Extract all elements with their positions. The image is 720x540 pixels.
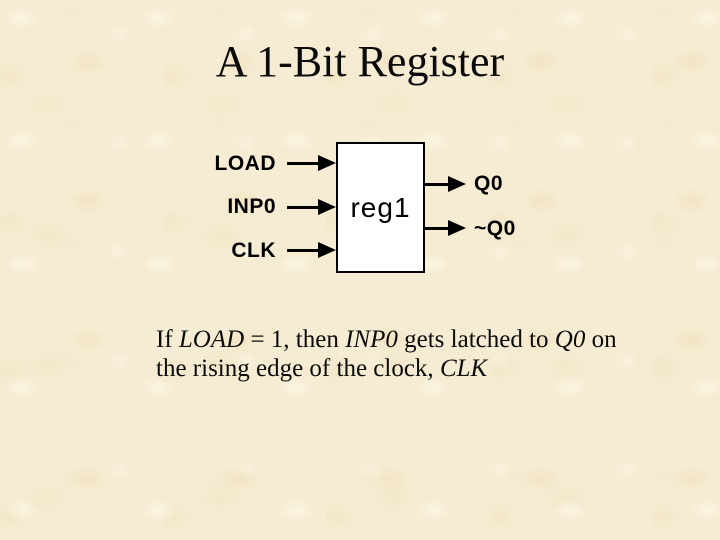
- arrowhead-icon: [318, 155, 336, 171]
- body-text-segment: gets latched to: [397, 326, 555, 353]
- body-text-segment: the rising edge of the clock,: [156, 355, 440, 382]
- output-label-q0: Q0: [474, 172, 504, 195]
- arrow-shaft: [424, 226, 448, 230]
- input-label-load: LOAD: [214, 152, 276, 175]
- body-text-segment: on: [585, 326, 617, 353]
- input-arrow-clk: [287, 242, 336, 258]
- body-line-2: the rising edge of the clock, CLK: [156, 354, 646, 383]
- body-text-segment: If: [156, 326, 179, 353]
- body-italic-segment: Q0: [554, 326, 586, 353]
- arrowhead-icon: [448, 176, 466, 192]
- body-italic-segment: CLK: [439, 355, 488, 382]
- arrow-shaft: [287, 205, 318, 209]
- body-italic-segment: LOAD: [178, 326, 245, 353]
- input-label-inp0: INP0: [227, 195, 276, 218]
- register-block-label: reg1: [350, 191, 411, 223]
- slide-title: A 1-Bit Register: [215, 37, 505, 86]
- output-arrow-q0: [424, 176, 466, 192]
- body-line-1: If LOAD = 1, then INP0 gets latched to Q…: [156, 325, 646, 354]
- arrowhead-icon: [318, 242, 336, 258]
- body-italic-segment: INP0: [345, 326, 398, 353]
- arrow-shaft: [287, 248, 318, 252]
- arrowhead-icon: [318, 199, 336, 215]
- arrowhead-icon: [448, 220, 466, 236]
- output-label-not-q0: ~Q0: [474, 217, 516, 240]
- arrow-shaft: [424, 182, 448, 186]
- input-arrow-inp0: [287, 199, 336, 215]
- body-paragraph: If LOAD = 1, then INP0 gets latched to Q…: [156, 325, 646, 383]
- input-arrow-load: [287, 155, 336, 171]
- input-label-clk: CLK: [231, 239, 276, 262]
- register-block: reg1: [336, 142, 425, 273]
- body-text-segment: = 1, then: [244, 326, 346, 353]
- arrow-shaft: [287, 161, 318, 165]
- output-arrow-not-q0: [424, 220, 466, 236]
